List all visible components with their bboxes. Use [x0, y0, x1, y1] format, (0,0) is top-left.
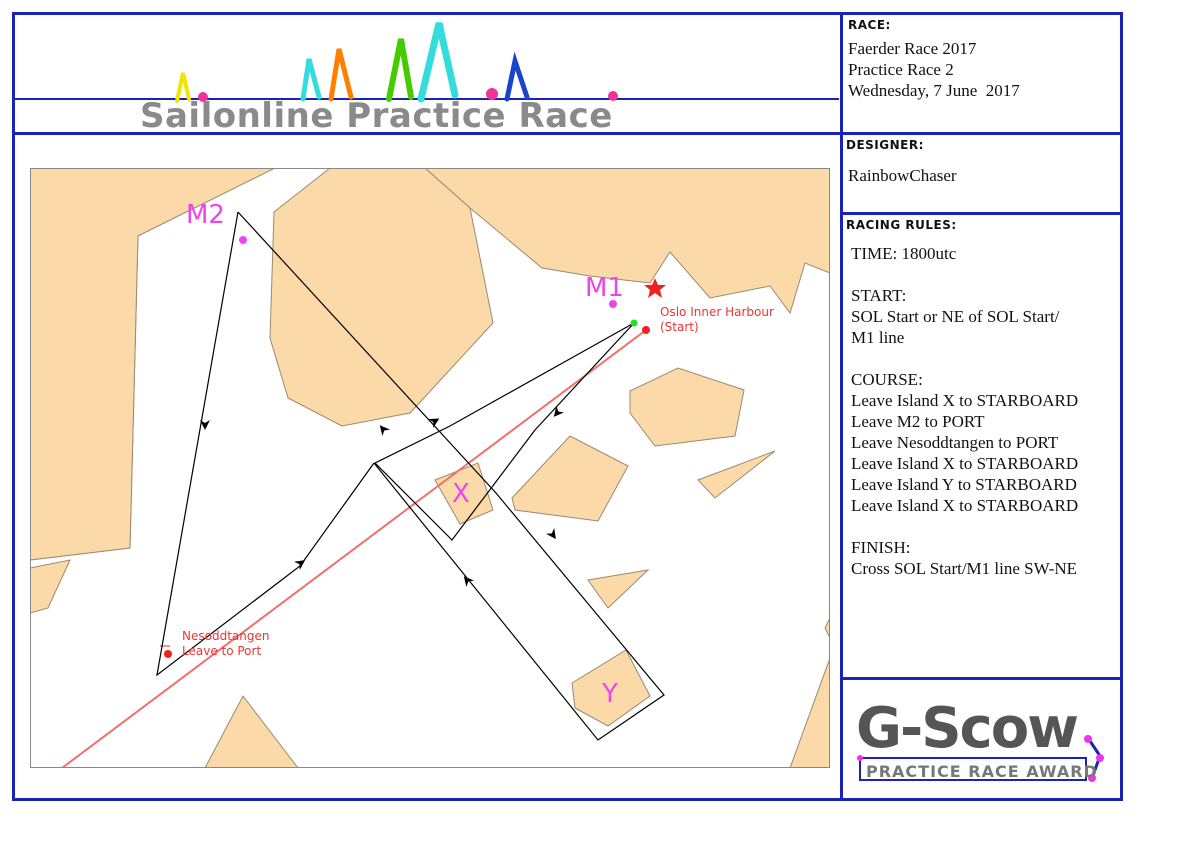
land-east-edge: [789, 657, 830, 768]
land-left-shore: [30, 168, 276, 561]
designer-name: RainbowChaser: [848, 166, 957, 185]
mark-m2-dot: [239, 236, 247, 244]
mark-m1-dot: [609, 300, 617, 308]
award-badge-graphic: [857, 735, 1104, 782]
rules-course-line-2: Leave M2 to PORT: [851, 412, 985, 431]
land-left-spit: [30, 559, 71, 614]
island-x-label: X: [452, 479, 470, 509]
nesoddtangen-dot: [164, 650, 172, 658]
award-box: [840, 677, 1123, 801]
designer-label: DESIGNER:: [846, 138, 924, 152]
rhumb-line: [61, 329, 647, 768]
rules-finish-line: Cross SOL Start/M1 line SW-NE: [851, 559, 1078, 578]
land-spike-east: [697, 450, 776, 499]
land-central-peninsula: [269, 168, 494, 427]
mark-m1-label: M1: [585, 273, 624, 303]
start-red-dot: [642, 326, 650, 334]
map-border: [30, 168, 830, 768]
race-line-1: Faerder Race 2017: [848, 39, 977, 58]
land-island-a: [511, 435, 629, 522]
race-line-2: Practice Race 2: [848, 60, 954, 79]
rules-label: RACING RULES:: [846, 218, 957, 232]
start-label-line-1: Oslo Inner Harbour: [660, 305, 774, 319]
land-south-spike: [204, 695, 299, 768]
waypoint-label-line-2: Leave to Port: [182, 644, 261, 658]
rules-course-label: COURSE:: [851, 370, 923, 389]
land-island-c: [587, 569, 650, 609]
island-y-label: Y: [601, 679, 618, 709]
course-map: M2 M1 X Y Oslo Inner Harbour (Start) Nes…: [30, 168, 830, 768]
rules-start-line-1: SOL Start or NE of SOL Start/: [851, 307, 1060, 326]
mark-m2-label: M2: [186, 200, 225, 230]
sailonline-logo: [15, 22, 839, 103]
race-label: RACE:: [848, 18, 891, 32]
award-subtitle: PRACTICE RACE AWARD: [866, 762, 1098, 781]
start-green-dot: [630, 319, 638, 327]
land-island-y: [571, 649, 651, 727]
rules-course-line-1: Leave Island X to STARBOARD: [851, 391, 1079, 410]
rules-course-line-3: Leave Nesoddtangen to PORT: [851, 433, 1059, 452]
rules-course-line-6: Leave Island X to STARBOARD: [851, 496, 1079, 515]
waypoint-label-line-1: Nesoddtangen: [182, 629, 269, 643]
start-label-line-2: (Start): [660, 320, 699, 334]
gscow-logo-text: G-Scow: [856, 696, 1079, 761]
rules-start-line-2: M1 line: [851, 328, 905, 347]
rules-course-line-5: Leave Island Y to STARBOARD: [851, 475, 1077, 494]
route-arrows: [200, 405, 565, 588]
rules-finish-label: FINISH:: [851, 538, 911, 557]
rules-course-line-4: Leave Island X to STARBOARD: [851, 454, 1079, 473]
rules-start-label: START:: [851, 286, 907, 305]
land-east-nub: [824, 617, 830, 639]
route: [156, 211, 665, 741]
rules-time: TIME: 1800utc: [851, 244, 957, 263]
race-line-3: Wednesday, 7 June 2017: [848, 81, 1020, 100]
land-island-b: [629, 367, 745, 447]
start-star-icon: [644, 278, 666, 298]
header-title: Sailonline Practice Race: [140, 96, 613, 136]
